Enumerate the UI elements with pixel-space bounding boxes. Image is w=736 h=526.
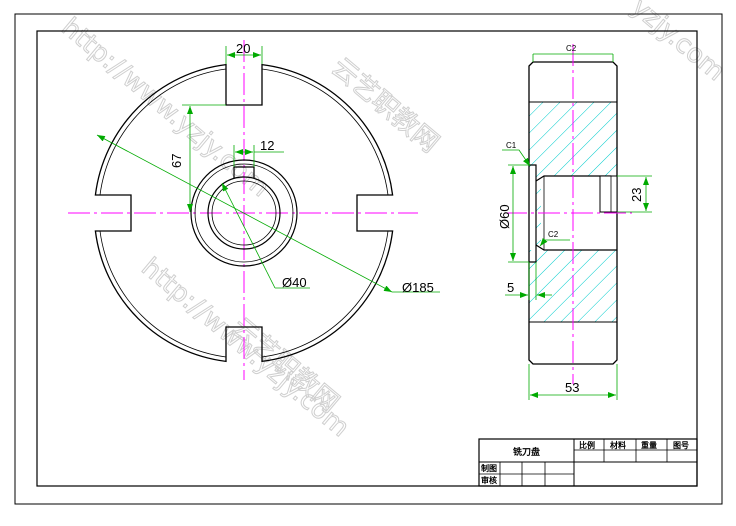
header-drawing-no: 图号 — [673, 441, 689, 450]
dim-c1-leader — [502, 149, 531, 167]
title-block: 铣刀盘 比例 材料 重量 图号 制图 审核 — [478, 438, 698, 487]
dim-bore-diameter: Ø40 — [282, 275, 307, 290]
header-weight: 重量 — [641, 440, 657, 450]
watermark-text: yzjy.com — [626, 0, 731, 87]
outer-disk-inner-edge — [99, 68, 389, 358]
row-drawn-by: 制图 — [481, 463, 497, 473]
front-view: 20 67 12 Ø40 Ø185 — [68, 40, 440, 380]
dim-outer-diameter: Ø185 — [402, 280, 434, 295]
part-name: 铣刀盘 — [513, 446, 540, 458]
header-material: 材料 — [610, 440, 626, 450]
row-checked-by: 审核 — [481, 475, 497, 485]
header-scale: 比例 — [579, 440, 595, 450]
inner-border — [36, 30, 698, 487]
watermark-text: 云艺职教网 — [326, 52, 445, 159]
dim-hub-offset: 23 — [629, 188, 644, 202]
dim-chamfer-c1: C1 — [506, 141, 517, 150]
dim-thickness: 53 — [565, 380, 579, 395]
dim-185-line — [96, 134, 393, 293]
dim-keyway-width: 12 — [260, 138, 274, 153]
dim-slot-depth: 67 — [169, 154, 184, 168]
dim-hub-step: 5 — [507, 280, 514, 295]
dim-c2-inner-leader — [539, 237, 570, 247]
outer-border — [14, 13, 723, 505]
section-view: C2 C1 Ø60 C2 23 5 53 — [497, 44, 652, 400]
watermark: http://www.yzjy.com 云艺职教网 http://www.yzj… — [55, 0, 731, 444]
dim-hub-diameter: Ø60 — [497, 204, 512, 229]
keyway-section — [599, 175, 618, 213]
hub-step — [529, 164, 537, 263]
dim-chamfer-top: C2 — [566, 44, 577, 53]
bore-bottom-edge — [535, 244, 617, 251]
section-outline — [528, 61, 618, 365]
dim-slot-width: 20 — [236, 41, 250, 56]
dim-chamfer-inner: C2 — [548, 230, 559, 239]
